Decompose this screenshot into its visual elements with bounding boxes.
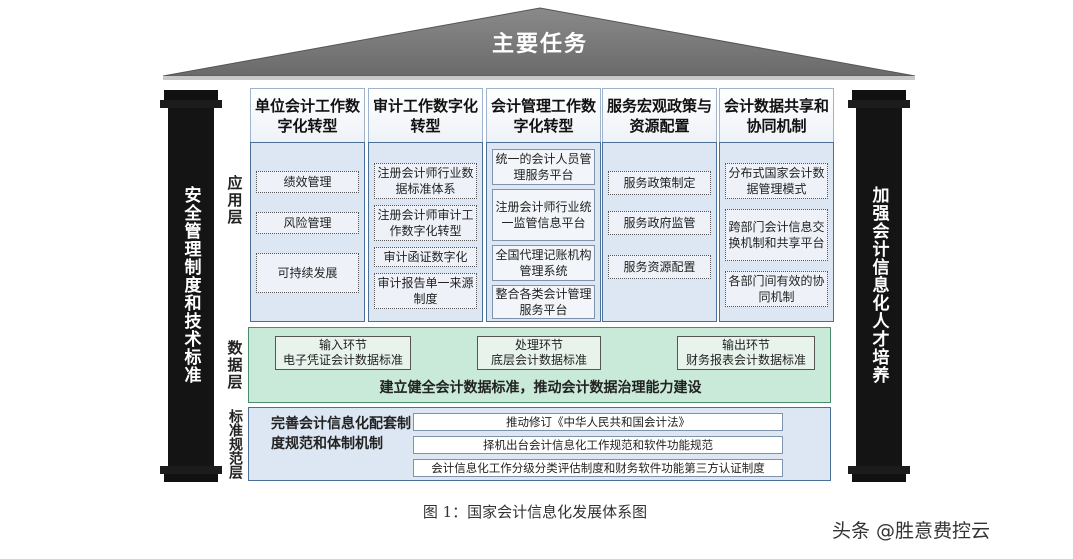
data-box-subtitle: 电子凭证会计数据标准 xyxy=(282,353,403,367)
data-box-title: 处理环节 xyxy=(514,338,563,352)
data-layer-summary: 建立健全会计数据标准，推动会计数据治理能力建设 xyxy=(379,380,702,396)
column-title: 审计工作数字化转型 xyxy=(368,88,483,142)
data-box-subtitle: 底层会计数据标准 xyxy=(490,353,587,367)
list-item: 跨部门会计信息交换机制和共享平台 xyxy=(725,209,828,261)
list-item: 绩效管理 xyxy=(256,171,359,193)
left-pillar xyxy=(160,90,222,482)
list-item: 注册会计师行业数据标准体系 xyxy=(374,163,477,199)
data-box-title: 输入环节 xyxy=(318,338,367,352)
list-item: 全国代理记账机构管理系统 xyxy=(492,245,595,281)
list-item: 风险管理 xyxy=(256,212,359,234)
list-item: 统一的会计人员管理服务平台 xyxy=(492,149,595,185)
standard-layer-label: 标准规范层 xyxy=(227,409,243,479)
column-accounting-management: 统一的会计人员管理服务平台 注册会计师行业统一监管信息平台 全国代理记账机构管理… xyxy=(486,142,601,322)
column-macro-policy: 服务政策制定 服务政府监管 服务资源配置 xyxy=(602,142,717,322)
column-title: 会计管理工作数字化转型 xyxy=(486,88,601,142)
list-item: 各部门间有效的协同机制 xyxy=(725,271,828,307)
right-pillar-label: 加强会计信息化人才培养 xyxy=(868,186,889,384)
application-layer-label: 应用层 xyxy=(225,174,244,226)
roof-title: 主要任务 xyxy=(491,32,588,57)
column-title: 服务宏观政策与资源配置 xyxy=(602,88,717,142)
standard-layer-title: 完善会计信息化配套制度规范和体制机制 xyxy=(271,416,411,452)
standard-item: 推动修订《中华人民共和国会计法》 xyxy=(413,413,783,431)
list-item: 注册会计师审计工作数字化转型 xyxy=(374,205,477,241)
roof xyxy=(162,7,916,80)
list-item: 服务政策制定 xyxy=(608,171,711,195)
column-unit-accounting: 绩效管理 风险管理 可持续发展 xyxy=(250,142,365,322)
figure-caption: 图 1：国家会计信息化发展体系图 xyxy=(422,503,648,521)
data-layer: 输入环节 电子凭证会计数据标准 处理环节 底层会计数据标准 输出环节 财务报表会… xyxy=(248,327,831,403)
data-box-title: 输出环节 xyxy=(721,338,770,352)
standard-item: 会计信息化工作分级分类评估制度和财务软件功能第三方认证制度 xyxy=(413,459,783,477)
data-processing-box: 处理环节 底层会计数据标准 xyxy=(477,336,601,370)
list-item: 注册会计师行业统一监管信息平台 xyxy=(492,189,595,241)
watermark: 头条 @胜意费控云 xyxy=(832,520,991,542)
list-item: 服务资源配置 xyxy=(608,255,711,279)
data-box-subtitle: 财务报表会计数据标准 xyxy=(685,353,806,367)
list-item: 审计函证数字化 xyxy=(374,247,477,267)
data-output-box: 输出环节 财务报表会计数据标准 xyxy=(677,336,815,370)
column-data-sharing: 分布式国家会计数据管理模式 跨部门会计信息交换机制和共享平台 各部门间有效的协同… xyxy=(719,142,834,322)
list-item: 可持续发展 xyxy=(256,253,359,293)
data-layer-label: 数据层 xyxy=(225,339,244,391)
column-title: 会计数据共享和协同机制 xyxy=(719,88,834,142)
list-item: 分布式国家会计数据管理模式 xyxy=(725,163,828,199)
standard-item: 择机出台会计信息化工作规范和软件功能规范 xyxy=(413,436,783,454)
standard-layer: 完善会计信息化配套制度规范和体制机制 推动修订《中华人民共和国会计法》 择机出台… xyxy=(248,407,831,481)
list-item: 整合各类会计管理服务平台 xyxy=(492,285,595,319)
left-pillar-label: 安全管理制度和技术标准 xyxy=(180,186,201,384)
column-audit: 注册会计师行业数据标准体系 注册会计师审计工作数字化转型 审计函证数字化 审计报… xyxy=(368,142,483,322)
column-title: 单位会计工作数字化转型 xyxy=(250,88,365,142)
data-input-box: 输入环节 电子凭证会计数据标准 xyxy=(275,336,411,370)
list-item: 审计报告单一来源制度 xyxy=(374,273,477,309)
list-item: 服务政府监管 xyxy=(608,211,711,235)
right-pillar xyxy=(848,90,910,482)
